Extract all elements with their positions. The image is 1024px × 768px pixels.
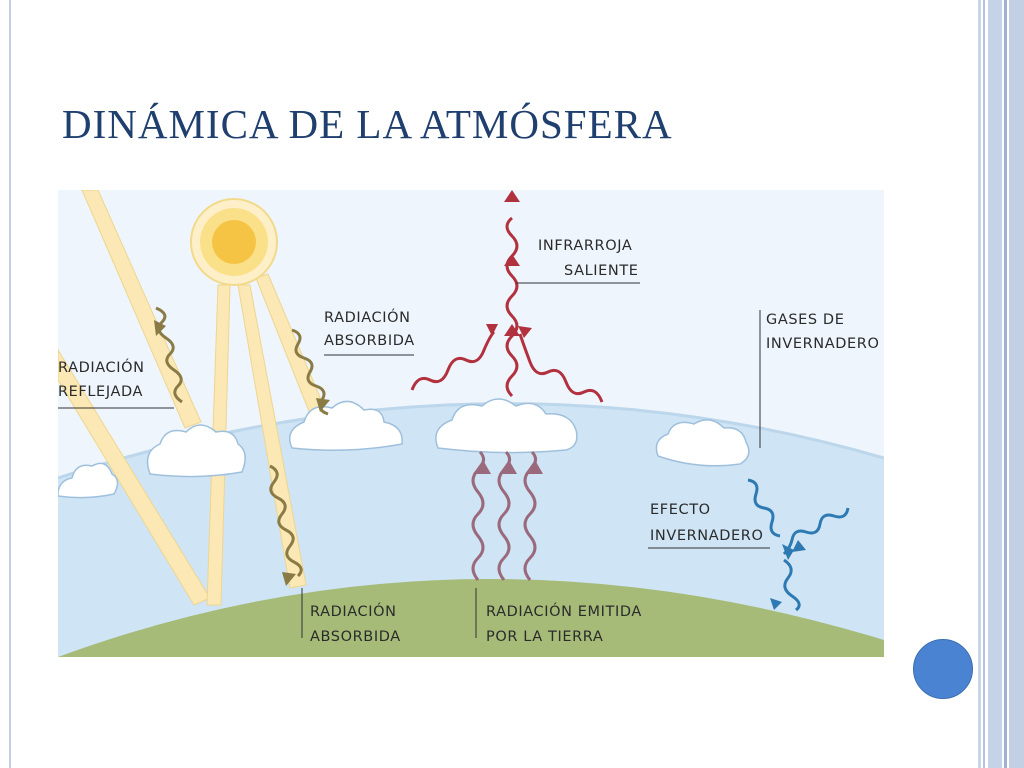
reflected-radiation-wave <box>154 306 183 404</box>
incoming-beam-left <box>58 349 211 606</box>
cloud-right-icon <box>655 419 750 467</box>
label-efecto-line2: INVERNADERO <box>650 528 763 544</box>
right-decorative-bars <box>978 0 1024 768</box>
clouds <box>58 398 750 499</box>
greenhouse-effect-diagram: RADIACIÓN REFLEJADA RADIACIÓN ABSORBIDA … <box>58 190 884 657</box>
label-radiacion-reflejada-line1: RADIACIÓN <box>58 358 145 376</box>
slide-nav-circle-button[interactable] <box>913 639 973 699</box>
diagram-canvas: RADIACIÓN REFLEJADA RADIACIÓN ABSORBIDA … <box>58 190 884 657</box>
label-radiacion-emitida-line2: POR LA TIERRA <box>486 629 603 645</box>
left-border-line <box>9 0 11 768</box>
slide-title: DINÁMICA DE LA ATMÓSFERA <box>62 101 673 147</box>
earth-emitted-radiation-waves <box>471 450 543 581</box>
label-radiacion-reflejada-line2: REFLEJADA <box>58 384 143 400</box>
greenhouse-effect-waves <box>747 478 850 612</box>
cloud-center-left-icon <box>289 400 403 451</box>
earth-ground <box>58 578 884 657</box>
label-radiacion-absorbida-top-line2: ABSORBIDA <box>324 333 415 349</box>
label-radiacion-absorbida-bottom-line1: RADIACIÓN <box>310 602 397 620</box>
label-radiacion-absorbida-bottom-line2: ABSORBIDA <box>310 629 401 645</box>
label-gases-line1: GASES DE <box>766 312 844 328</box>
cloud-center-icon <box>435 398 578 454</box>
label-infrarroja-line1: INFRARROJA <box>538 238 632 254</box>
label-gases-line2: INVERNADERO <box>766 336 879 352</box>
sun-icon <box>190 198 278 286</box>
absorbed-radiation-wave-bottom <box>269 464 303 586</box>
cloud-left-icon <box>146 424 246 478</box>
cloud-far-left-icon <box>58 462 119 499</box>
label-infrarroja-line2: SALIENTE <box>564 263 639 279</box>
outgoing-infrared-waves <box>410 190 604 403</box>
label-efecto-line1: EFECTO <box>650 502 711 518</box>
absorbed-radiation-wave-top <box>291 328 330 416</box>
label-radiacion-emitida-line1: RADIACIÓN EMITIDA <box>486 602 642 620</box>
label-leader-lines <box>58 282 770 638</box>
label-radiacion-absorbida-top-line1: RADIACIÓN <box>324 308 411 326</box>
